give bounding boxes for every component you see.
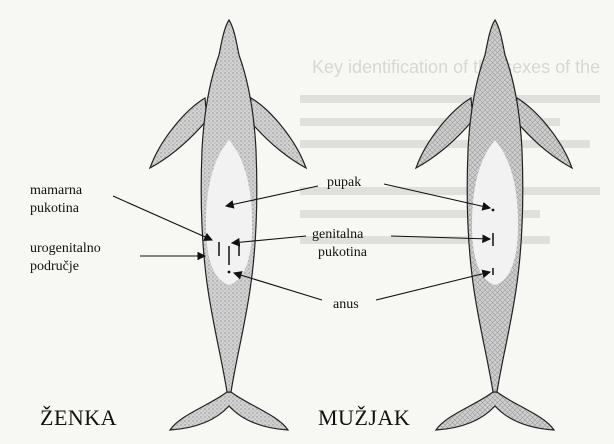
male-dolphin	[414, 18, 574, 431]
arrow-pupak-female	[224, 185, 319, 209]
caption-male: MUŽJAK	[318, 405, 410, 430]
svg-text:Key identification of the sexe: Key identification of the sexes of the	[312, 57, 600, 77]
male-flukes	[434, 391, 556, 431]
leader-lines	[112, 183, 492, 301]
arrow-pupak-male	[383, 183, 492, 211]
female-belly	[206, 140, 252, 285]
label-anus: anus	[333, 297, 359, 312]
male-belly	[472, 140, 518, 285]
arrow-genital-female	[230, 235, 307, 247]
male-left-flipper	[414, 96, 474, 170]
arrow-mamarna	[112, 195, 214, 241]
male-right-flipper	[514, 96, 574, 170]
label-urogenitalno: urogenitalno	[30, 241, 101, 256]
arrow-anus-male	[375, 269, 492, 301]
label-pukotina-2: pukotina	[318, 245, 368, 260]
arrow-anus-female	[232, 271, 323, 301]
female-dolphin	[148, 18, 308, 431]
label-mamarna: mamarna	[30, 183, 83, 198]
labels: mamarna pukotina urogenitalno područje p…	[30, 175, 410, 430]
label-pupak: pupak	[327, 175, 361, 190]
female-left-flipper	[148, 96, 208, 170]
caption-female: ŽENKA	[40, 405, 117, 430]
female-flukes	[168, 391, 290, 431]
label-genitalna: genitalna	[312, 227, 364, 242]
male-navel-mark	[491, 208, 495, 212]
female-right-flipper	[248, 96, 308, 170]
female-anus-mark	[227, 270, 231, 274]
label-podrucje: područje	[30, 259, 79, 274]
arrow-genital-male	[390, 234, 492, 244]
label-pukotina-1: pukotina	[30, 201, 80, 216]
